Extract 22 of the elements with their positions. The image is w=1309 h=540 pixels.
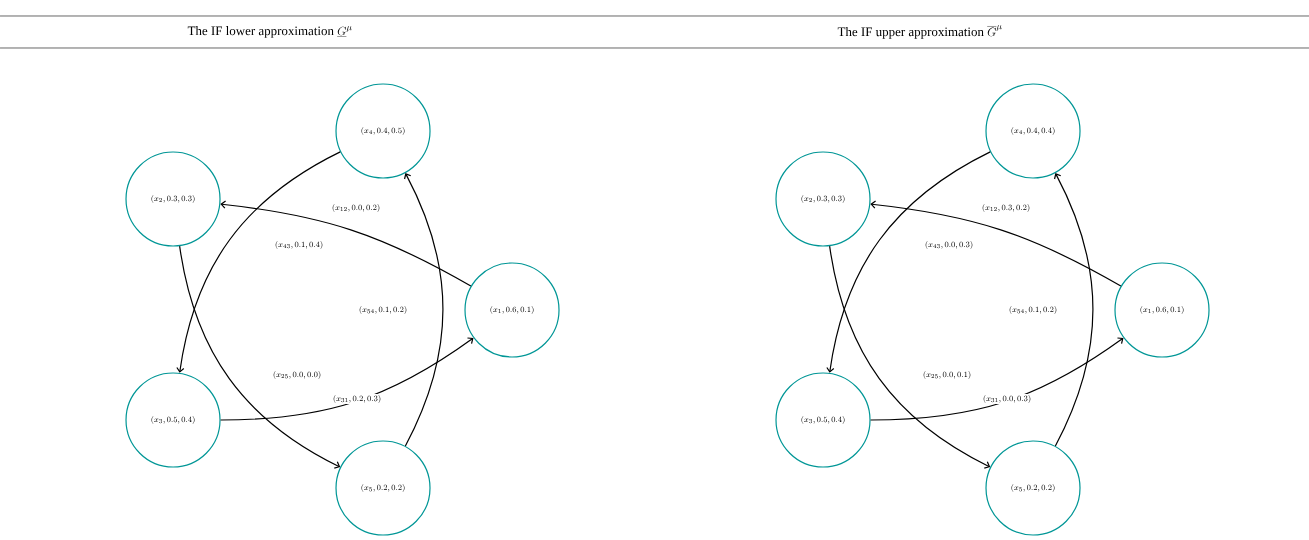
arrow (220, 337, 474, 421)
arrow (403, 173, 444, 447)
edge-label: $(x_{25},0.0,0.1)$ (921, 370, 973, 380)
arrow (1053, 173, 1094, 447)
edge-label: $(x_{54},0.1,0.2)$ (357, 305, 409, 315)
arrow (179, 245, 341, 469)
arrow (870, 200, 1122, 287)
edge-label: $(x_{31},0.2,0.3)$ (331, 394, 383, 404)
edge-label: $(x_{54},0.1,0.2)$ (1007, 305, 1059, 315)
column-header: The IF upper approximation $\overline{G}^{\mu}$ (837, 25, 1002, 39)
edge-label: $(x_{43},0.0,0.3)$ (923, 240, 975, 250)
arrow (870, 337, 1124, 421)
edge-label: $(x_{12},0.3,0.2)$ (980, 203, 1032, 213)
edge-label: $(x_{31},0.0,0.3)$ (981, 394, 1033, 404)
edge-label: $(x_{25},0.0,0.0)$ (271, 370, 323, 380)
arrow (826, 151, 991, 373)
edge-label: $(x_{43},0.1,0.4)$ (273, 240, 325, 250)
arrow (176, 151, 341, 373)
arrow (829, 245, 991, 469)
edge-label: $(x_{12},0.0,0.2)$ (330, 203, 382, 213)
column-header: The IF lower approximation $\underline{G}^{\mu}$ (187, 26, 352, 38)
arrow (220, 200, 472, 287)
